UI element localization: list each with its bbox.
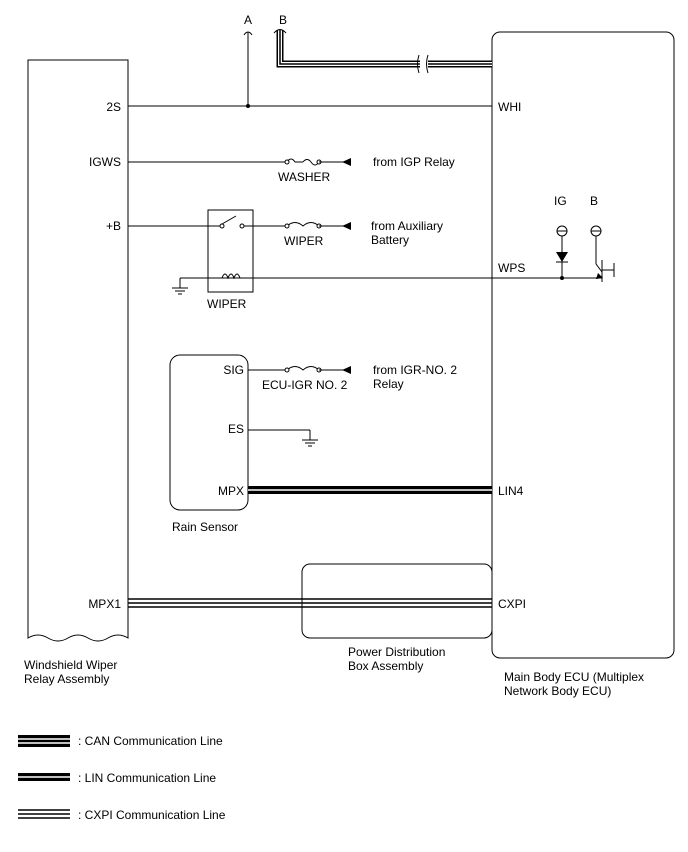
legend-can-label: : CAN Communication Line <box>78 734 223 748</box>
pin-plus-b: +B <box>106 219 121 233</box>
fuse-washer-label: WASHER <box>278 170 331 184</box>
rain-sensor-label: Rain Sensor <box>172 520 238 534</box>
pin-2s: 2S <box>106 100 121 114</box>
power-distribution-box <box>301 563 493 639</box>
wiper-relay <box>207 209 254 293</box>
connector-b-can <box>273 29 492 74</box>
pin-wps: WPS <box>498 261 525 275</box>
pin-whi: WHI <box>498 100 521 114</box>
source-igr-no2-1: from IGR-NO. 2 <box>373 363 457 377</box>
pdb-label-1: Power Distribution <box>348 645 445 659</box>
ecu-label-1: Main Body ECU (Multiplex <box>504 670 644 684</box>
wiper-relay-label-1: Windshield Wiper <box>24 658 117 672</box>
pin-igws: IGWS <box>89 155 121 169</box>
connector-a <box>243 31 253 108</box>
wire-plus-b <box>128 215 351 230</box>
ecu-b-label: B <box>590 194 598 208</box>
pin-cxpi: CXPI <box>498 597 526 611</box>
legend-can-symbol <box>18 735 70 747</box>
wire-lin-mpx <box>248 486 492 494</box>
fuse-ecu-igr-label: ECU-IGR NO. 2 <box>262 378 348 392</box>
ecu-ig-label: IG <box>554 194 567 208</box>
legend-lin-symbol <box>18 773 70 781</box>
ecu-label-2: Network Body ECU) <box>504 684 611 698</box>
source-aux-battery-1: from Auxiliary <box>371 219 443 233</box>
pdb-label-2: Box Assembly <box>348 659 423 673</box>
wire-igws <box>128 158 351 166</box>
main-body-ecu <box>491 31 675 659</box>
source-aux-battery-2: Battery <box>371 233 409 247</box>
pin-mpx: MPX <box>218 484 244 498</box>
wire-cxpi <box>128 598 492 608</box>
fuse-wiper-label: WIPER <box>284 234 324 248</box>
pin-es: ES <box>228 422 244 436</box>
pin-mpx1: MPX1 <box>88 597 121 611</box>
legend-cxpi-symbol <box>18 809 70 819</box>
wire-sig <box>248 366 351 374</box>
source-igr-no2-2: Relay <box>373 377 404 391</box>
pin-lin4: LIN4 <box>498 484 524 498</box>
legend-cxpi-label: : CXPI Communication Line <box>78 808 226 822</box>
ecu-internal-ig <box>556 225 568 278</box>
label-a: A <box>244 13 252 27</box>
relay-label: WIPER <box>207 297 247 311</box>
source-igp-relay: from IGP Relay <box>373 155 455 169</box>
rain-sensor <box>169 354 249 511</box>
label-b: B <box>279 13 287 27</box>
pin-sig: SIG <box>223 363 244 377</box>
wiper-relay-label-2: Relay Assembly <box>24 672 109 686</box>
wire-es <box>248 429 318 447</box>
legend-lin-label: : LIN Communication Line <box>78 771 216 785</box>
wiper-relay-assembly <box>27 59 129 642</box>
ecu-internal-b <box>590 225 615 282</box>
